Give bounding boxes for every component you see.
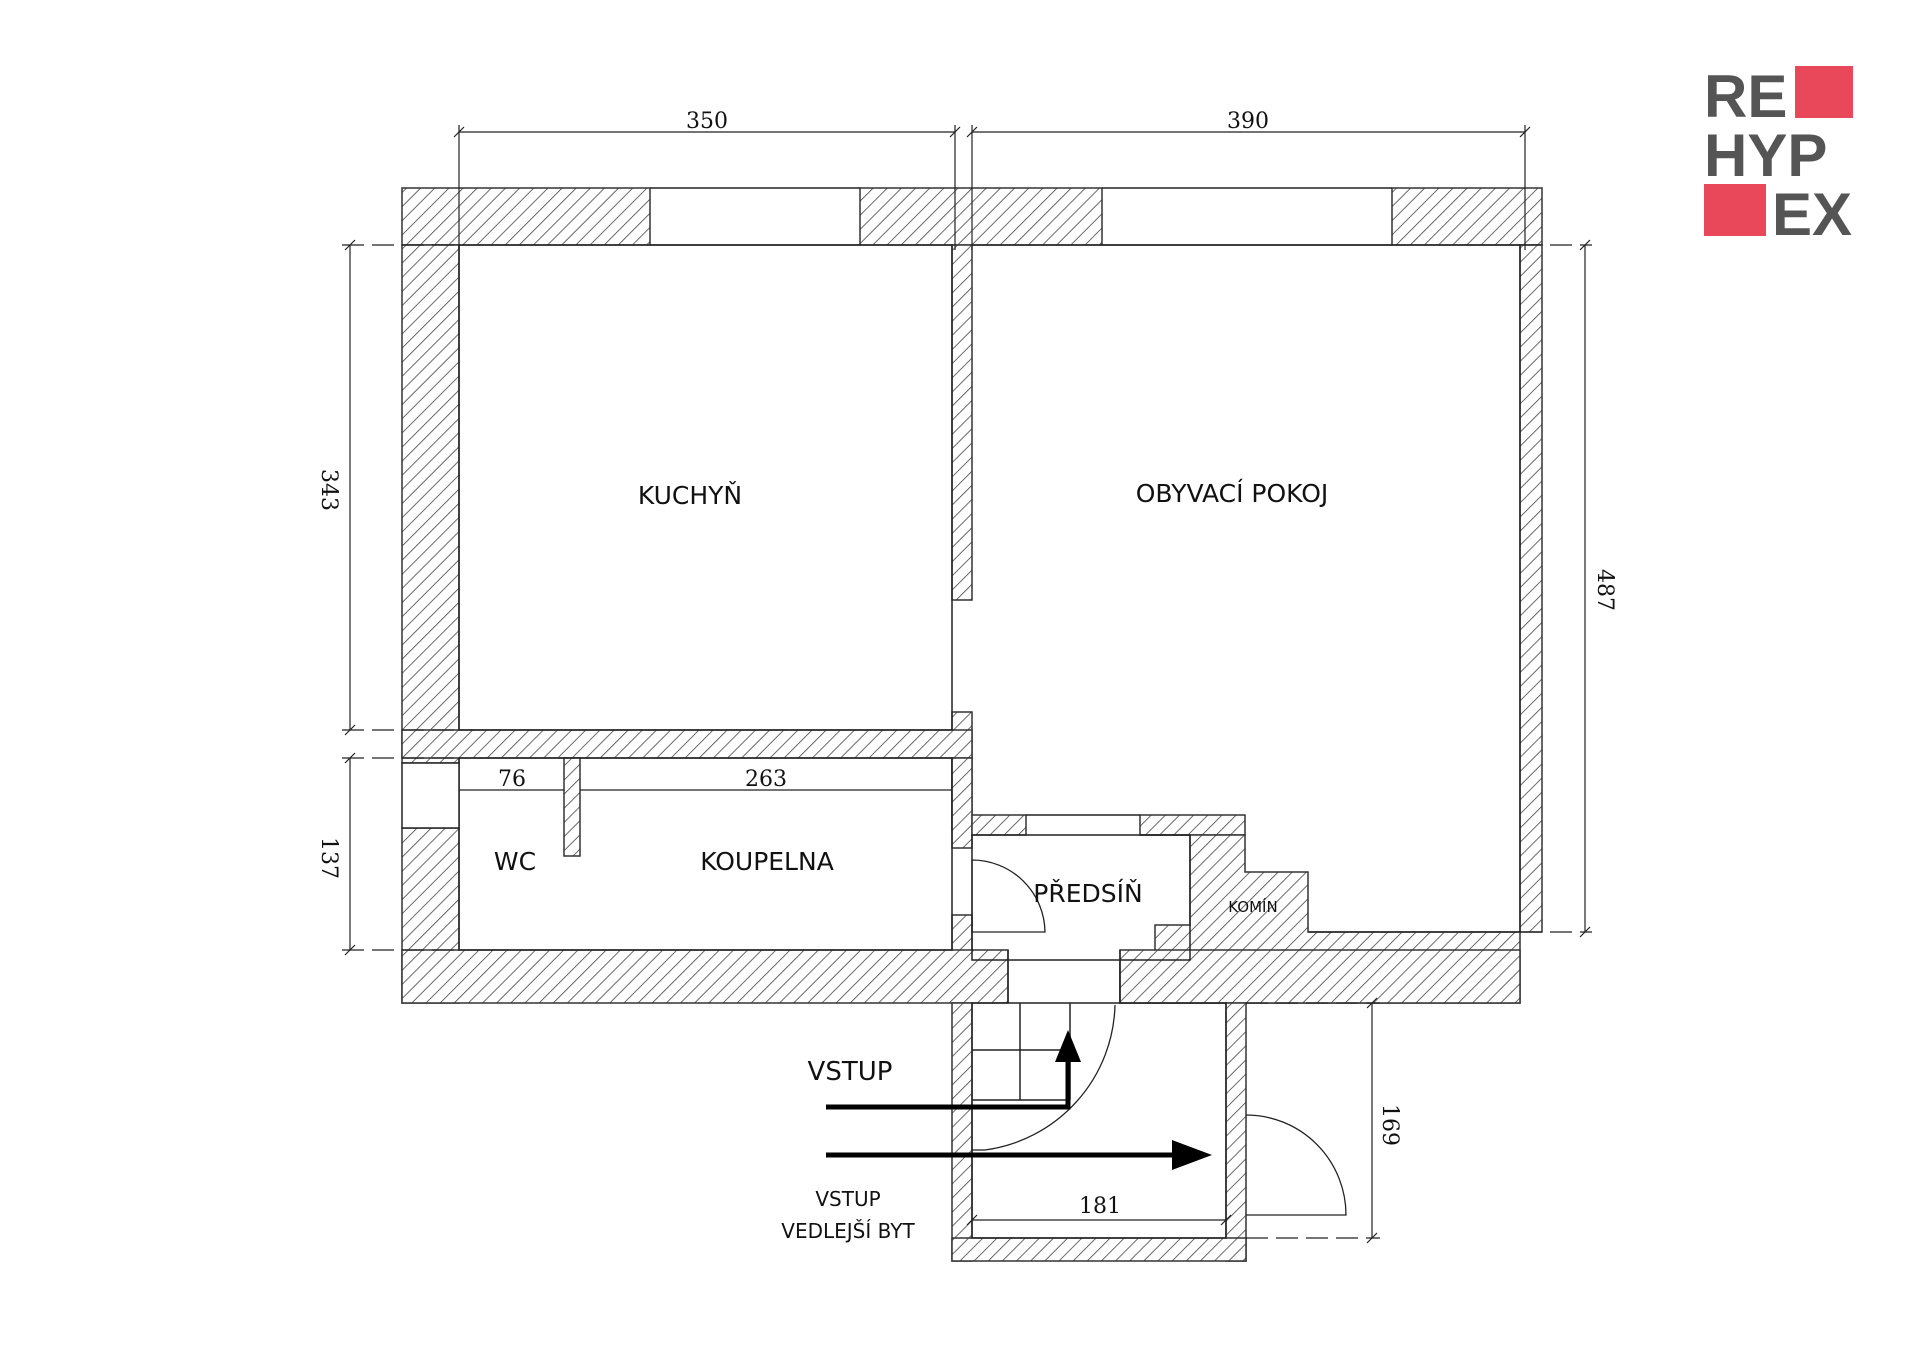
logo-line-3: EX bbox=[1772, 181, 1852, 248]
dim-263: 263 bbox=[745, 767, 787, 792]
rehypex-logo: RE HYP EX bbox=[1704, 63, 1853, 248]
dim-343: 343 bbox=[316, 469, 341, 511]
wall-wc-bath bbox=[563, 757, 581, 857]
neighbor-door-swing bbox=[1245, 1114, 1347, 1216]
neighbor-entry-arrow-head bbox=[1172, 1140, 1212, 1170]
label-wc: WC bbox=[494, 847, 536, 876]
wall-kitchen-bath bbox=[401, 729, 973, 759]
doors bbox=[971, 859, 1347, 1216]
dim-350: 350 bbox=[686, 109, 728, 134]
walls bbox=[401, 187, 1543, 1262]
wall-top-mid bbox=[859, 187, 1103, 246]
wall-top-left bbox=[401, 187, 651, 246]
label-neighbor-entry-1: VSTUP bbox=[815, 1187, 880, 1211]
wall-top-right bbox=[1391, 187, 1543, 246]
logo-accent-bottom bbox=[1704, 184, 1766, 236]
wall-bath-hall bbox=[951, 757, 973, 849]
room-outlines bbox=[401, 187, 1521, 1239]
dim-181: 181 bbox=[1079, 1194, 1121, 1219]
wall-vestibule-bottom bbox=[951, 1237, 1247, 1262]
dim-390: 390 bbox=[1227, 109, 1269, 134]
dim-76: 76 bbox=[498, 767, 526, 792]
wall-hall-top-right bbox=[1139, 814, 1246, 836]
label-kitchen: KUCHYŇ bbox=[638, 481, 742, 510]
hall-door-swing bbox=[971, 859, 1046, 933]
label-bathroom: KOUPELNA bbox=[700, 847, 834, 876]
label-chimney: KOMÍN bbox=[1228, 897, 1277, 916]
dimension-ticks bbox=[344, 126, 1591, 1244]
wall-bottom-left bbox=[401, 949, 1009, 1004]
logo-line-2: HYP bbox=[1704, 122, 1827, 189]
logo-accent-top bbox=[1795, 66, 1853, 118]
label-neighbor-entry-2: VEDLEJŠÍ BYT bbox=[781, 1219, 915, 1243]
logo-line-1: RE bbox=[1704, 63, 1787, 130]
dim-487: 487 bbox=[1592, 569, 1617, 611]
wall-bottom-right bbox=[1119, 949, 1521, 1004]
wc-bath-outline bbox=[458, 757, 953, 951]
wall-right bbox=[1519, 244, 1543, 933]
main-entry-arrow-head bbox=[1055, 1030, 1081, 1062]
dimension-lines bbox=[342, 125, 1592, 1239]
living-outline bbox=[972, 244, 1521, 933]
label-hall: PŘEDSÍŇ bbox=[1033, 879, 1142, 908]
entry-door-swing bbox=[984, 1004, 1116, 1151]
label-main-entry: VSTUP bbox=[808, 1057, 893, 1087]
wall-partition-upper bbox=[951, 244, 973, 601]
label-living-room: OBYVACÍ POKOJ bbox=[1136, 479, 1329, 508]
wall-vestibule-right bbox=[1225, 1002, 1247, 1262]
vestibule-outline bbox=[971, 1002, 1227, 1239]
wall-hall-top-left bbox=[971, 814, 1027, 836]
dim-169: 169 bbox=[1377, 1104, 1402, 1146]
dim-137: 137 bbox=[316, 837, 341, 879]
entry-arrows bbox=[826, 1030, 1212, 1170]
bath-window bbox=[401, 762, 460, 829]
main-entry-arrow-path bbox=[826, 1055, 1071, 1110]
wall-left-upper bbox=[401, 244, 460, 764]
